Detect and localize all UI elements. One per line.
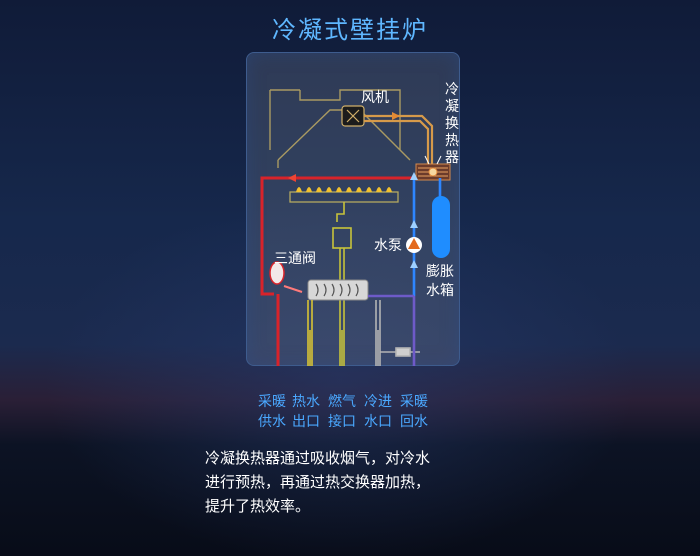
connection-label-line2: 接口 bbox=[328, 414, 356, 430]
three-way-valve bbox=[269, 261, 285, 285]
outlet-stubs bbox=[277, 330, 415, 366]
boiler-casing bbox=[246, 52, 460, 366]
connection-label-line2: 水口 bbox=[364, 414, 392, 430]
fan-icon bbox=[341, 105, 365, 127]
expansion-tank-label-line: 水箱 bbox=[426, 283, 454, 299]
connection-heating-supply: 采暖 供水 bbox=[252, 392, 292, 432]
water-pump-icon bbox=[406, 237, 422, 253]
condensing-hx-char: 冷 bbox=[445, 82, 459, 98]
connection-label-line1: 燃气 bbox=[328, 394, 356, 410]
connection-label-line2: 出口 bbox=[292, 414, 320, 430]
expansion-tank-label-line: 膨胀 bbox=[426, 264, 454, 280]
valve-arrow bbox=[283, 285, 303, 293]
connection-label-line1: 采暖 bbox=[258, 394, 286, 410]
exhaust-arrow bbox=[392, 112, 400, 120]
three-way-valve-label: 三通阀 bbox=[274, 251, 316, 267]
connection-label-line1: 采暖 bbox=[400, 394, 428, 410]
fan-label: 风机 bbox=[361, 90, 389, 106]
connection-label-line1: 热水 bbox=[292, 394, 320, 410]
condensing-hx-char: 器 bbox=[445, 150, 459, 166]
description-line: 冷凝换热器通过吸收烟气，对冷水 bbox=[205, 449, 431, 467]
plate-heat-exchanger bbox=[307, 279, 369, 301]
connection-label-line2: 供水 bbox=[258, 414, 286, 430]
condensing-hx-char: 换 bbox=[445, 116, 459, 132]
description-line: 提升了热效率。 bbox=[205, 497, 311, 515]
description-line: 进行预热，再通过热交换器加热， bbox=[205, 473, 431, 491]
connection-heating-return: 采暖 回水 bbox=[394, 392, 434, 432]
connection-cold-water-inlet: 冷进 水口 bbox=[358, 392, 398, 432]
return-arrows bbox=[410, 172, 418, 268]
expansion-tank-label: 膨胀 水箱 bbox=[426, 263, 454, 301]
condensing-hx-char: 凝 bbox=[445, 99, 459, 115]
condensing-hx-char: 热 bbox=[445, 133, 459, 149]
connection-hot-water-outlet: 热水 出口 bbox=[286, 392, 326, 432]
expansion-tank-icon bbox=[432, 196, 450, 258]
connection-gas-inlet: 燃气 接口 bbox=[322, 392, 362, 432]
description: 冷凝换热器通过吸收烟气，对冷水 进行预热，再通过热交换器加热， 提升了热效率。 bbox=[205, 446, 505, 518]
hot-water-outlet-pipe bbox=[307, 300, 313, 366]
connection-label-line2: 回水 bbox=[400, 414, 428, 430]
flue-hood bbox=[269, 89, 411, 168]
condensing-hx-label: 冷 凝 换 热 器 bbox=[444, 82, 460, 167]
hot-water-arrow bbox=[288, 174, 296, 182]
water-pump-label: 水泵 bbox=[374, 238, 402, 254]
burner bbox=[289, 187, 399, 203]
page-title: 冷凝式壁挂炉 bbox=[272, 16, 428, 44]
condensing-heat-exchanger bbox=[415, 155, 451, 181]
connection-label-line1: 冷进 bbox=[364, 394, 392, 410]
gas-line bbox=[332, 202, 352, 366]
